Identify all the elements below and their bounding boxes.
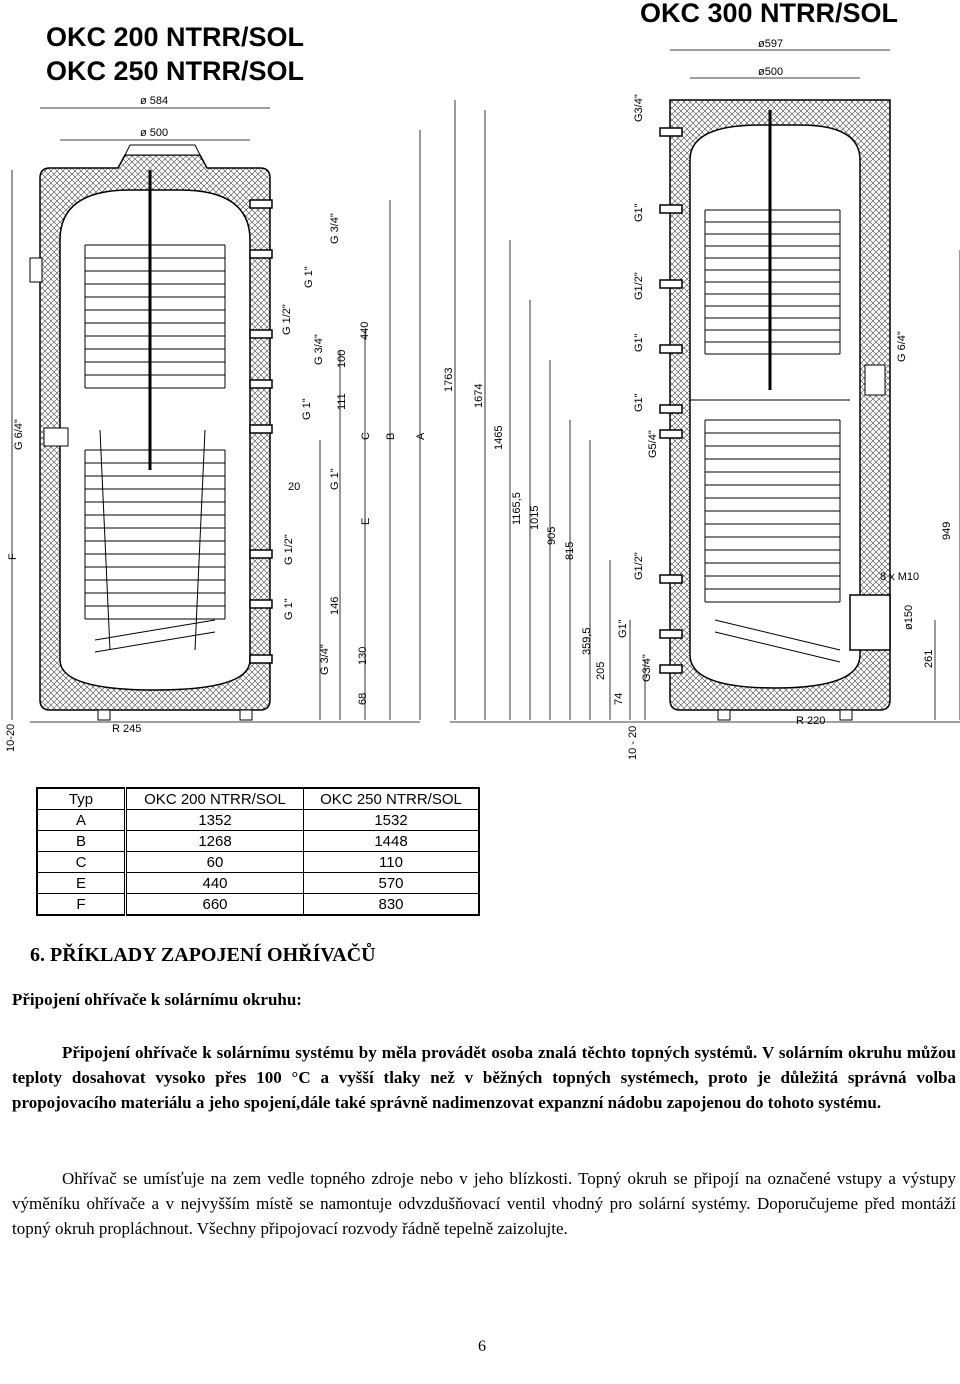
table-cell: 1268 <box>124 830 304 852</box>
paragraph-2: Ohřívač se umísťuje na zem vedle topného… <box>12 1166 956 1241</box>
right-dia-outer: ø597 <box>758 38 783 50</box>
paragraph-1-text: Připojení ohřívače k solárnímu systému b… <box>12 1043 956 1112</box>
paragraph-2-text: Ohřívač se umísťuje na zem vedle topného… <box>12 1169 956 1238</box>
table-cell: 830 <box>303 893 480 916</box>
table-cell: 1352 <box>124 809 304 831</box>
right-dia-inner: ø500 <box>758 66 783 78</box>
left-conn-3: G 1/2" <box>281 304 293 335</box>
left-conn-2: G 1" <box>303 266 315 288</box>
left-dim-100: 100 <box>336 350 348 368</box>
table-cell: 110 <box>303 851 480 873</box>
left-conn-5: G 1" <box>301 398 313 420</box>
right-tank: ø597 ø500 R 220 10 - 20 G3/4" G1" G1/2" … <box>443 38 960 760</box>
right-conn-7: G1/2" <box>633 552 645 580</box>
page-number: 6 <box>478 1338 486 1355</box>
left-conn-1: G 3/4" <box>329 213 341 244</box>
left-letter-B: B <box>385 433 397 440</box>
left-feet: 10-20 <box>5 724 17 752</box>
left-dim-440: 440 <box>359 322 371 340</box>
left-side-conn: G 6/4" <box>13 419 25 450</box>
left-conn-4: G 3/4" <box>313 334 325 365</box>
left-dia-inner: ø 500 <box>140 127 168 139</box>
title-right: OKC 300 NTRR/SOL <box>640 0 898 28</box>
left-letter-F: F <box>7 553 19 560</box>
table-cell: 570 <box>303 872 480 894</box>
paragraph-1: Připojení ohřívače k solárnímu systému b… <box>12 1040 956 1115</box>
right-conn-9: G3/4" <box>641 654 653 682</box>
table-cell: 660 <box>124 893 304 916</box>
right-conn-8: G1" <box>617 619 629 638</box>
table-row: A 1352 1532 <box>36 809 480 831</box>
right-radius: R 220 <box>796 715 825 727</box>
left-letter-C: C <box>360 432 372 440</box>
right-dim-359: 359,5 <box>581 627 593 655</box>
table-header-row: Typ OKC 200 NTRR/SOL OKC 250 NTRR/SOL <box>36 787 480 810</box>
right-dim-205: 205 <box>595 662 607 680</box>
table-cell: 1532 <box>303 809 480 831</box>
right-conn-4: G1" <box>633 333 645 352</box>
table-cell: 440 <box>124 872 304 894</box>
left-tank: ø 584 ø 500 R 245 10-20 G 6/4" G 3/4" G … <box>5 95 427 752</box>
right-bolts: 8 x M10 <box>880 571 919 583</box>
title-left-1: OKC 200 NTRR/SOL <box>46 22 304 52</box>
table-cell: B <box>36 830 126 852</box>
table-cell: 1448 <box>303 830 480 852</box>
left-dim-146: 146 <box>329 597 341 615</box>
left-conn-6: G 1" <box>329 468 341 490</box>
right-dim-1165: 1165,5 <box>511 492 523 525</box>
left-dim-68: 68 <box>357 693 369 705</box>
left-conn-9: G 3/4" <box>319 644 331 675</box>
left-dia-outer: ø 584 <box>140 95 168 107</box>
right-dim-1674: 1674 <box>473 384 485 408</box>
table-row: C 60 110 <box>36 851 480 873</box>
dimensions-table: Typ OKC 200 NTRR/SOL OKC 250 NTRR/SOL A … <box>36 787 480 916</box>
right-conn-2: G1" <box>633 203 645 222</box>
right-dim-949: 949 <box>941 522 953 540</box>
right-dim-74: 74 <box>613 693 625 705</box>
right-dim-905: 905 <box>546 527 558 545</box>
table-cell: C <box>36 851 126 873</box>
right-dim-1465: 1465 <box>493 426 505 450</box>
table-row: E 440 570 <box>36 872 480 894</box>
right-feet: 10 - 20 <box>627 726 639 760</box>
title-left-2: OKC 250 NTRR/SOL <box>46 56 304 86</box>
right-conn-3: G1/2" <box>633 272 645 300</box>
table-row: B 1268 1448 <box>36 830 480 852</box>
right-dim-815: 815 <box>564 542 576 560</box>
left-dim-111: 111 <box>336 393 348 410</box>
left-dim-20: 20 <box>288 481 300 493</box>
table-row: F 660 830 <box>36 893 480 916</box>
table-cell: F <box>36 893 126 916</box>
right-conn-10: G 6/4" <box>896 331 908 362</box>
right-dim-261: 261 <box>923 650 935 668</box>
right-conn-5: G1" <box>633 393 645 412</box>
left-conn-7: G 1/2" <box>283 534 295 565</box>
table-header-cell: OKC 200 NTRR/SOL <box>124 787 304 810</box>
table-cell: 60 <box>124 851 304 873</box>
right-conn-6: G5/4" <box>647 430 659 458</box>
left-letter-A: A <box>415 432 427 440</box>
table-header-cell: OKC 250 NTRR/SOL <box>303 787 480 810</box>
right-flange-dia: ø150 <box>903 605 915 630</box>
table-cell: E <box>36 872 126 894</box>
section-subheading: Připojení ohřívače k solárnímu okruhu: <box>12 990 302 1009</box>
left-letter-E: E <box>360 518 372 525</box>
left-dim-130: 130 <box>357 647 369 665</box>
table-header-cell: Typ <box>36 787 126 810</box>
technical-drawing: OKC 200 NTRR/SOL OKC 250 NTRR/SOL OKC 30… <box>5 0 960 760</box>
section-heading: 6. PŘÍKLADY ZAPOJENÍ OHŘÍVAČŮ <box>30 944 376 966</box>
right-conn-1: G3/4" <box>633 94 645 122</box>
left-radius: R 245 <box>112 723 141 735</box>
right-dim-1015: 1015 <box>529 506 541 530</box>
right-dim-1763: 1763 <box>443 368 455 392</box>
table-cell: A <box>36 809 126 831</box>
left-conn-8: G 1" <box>283 598 295 620</box>
